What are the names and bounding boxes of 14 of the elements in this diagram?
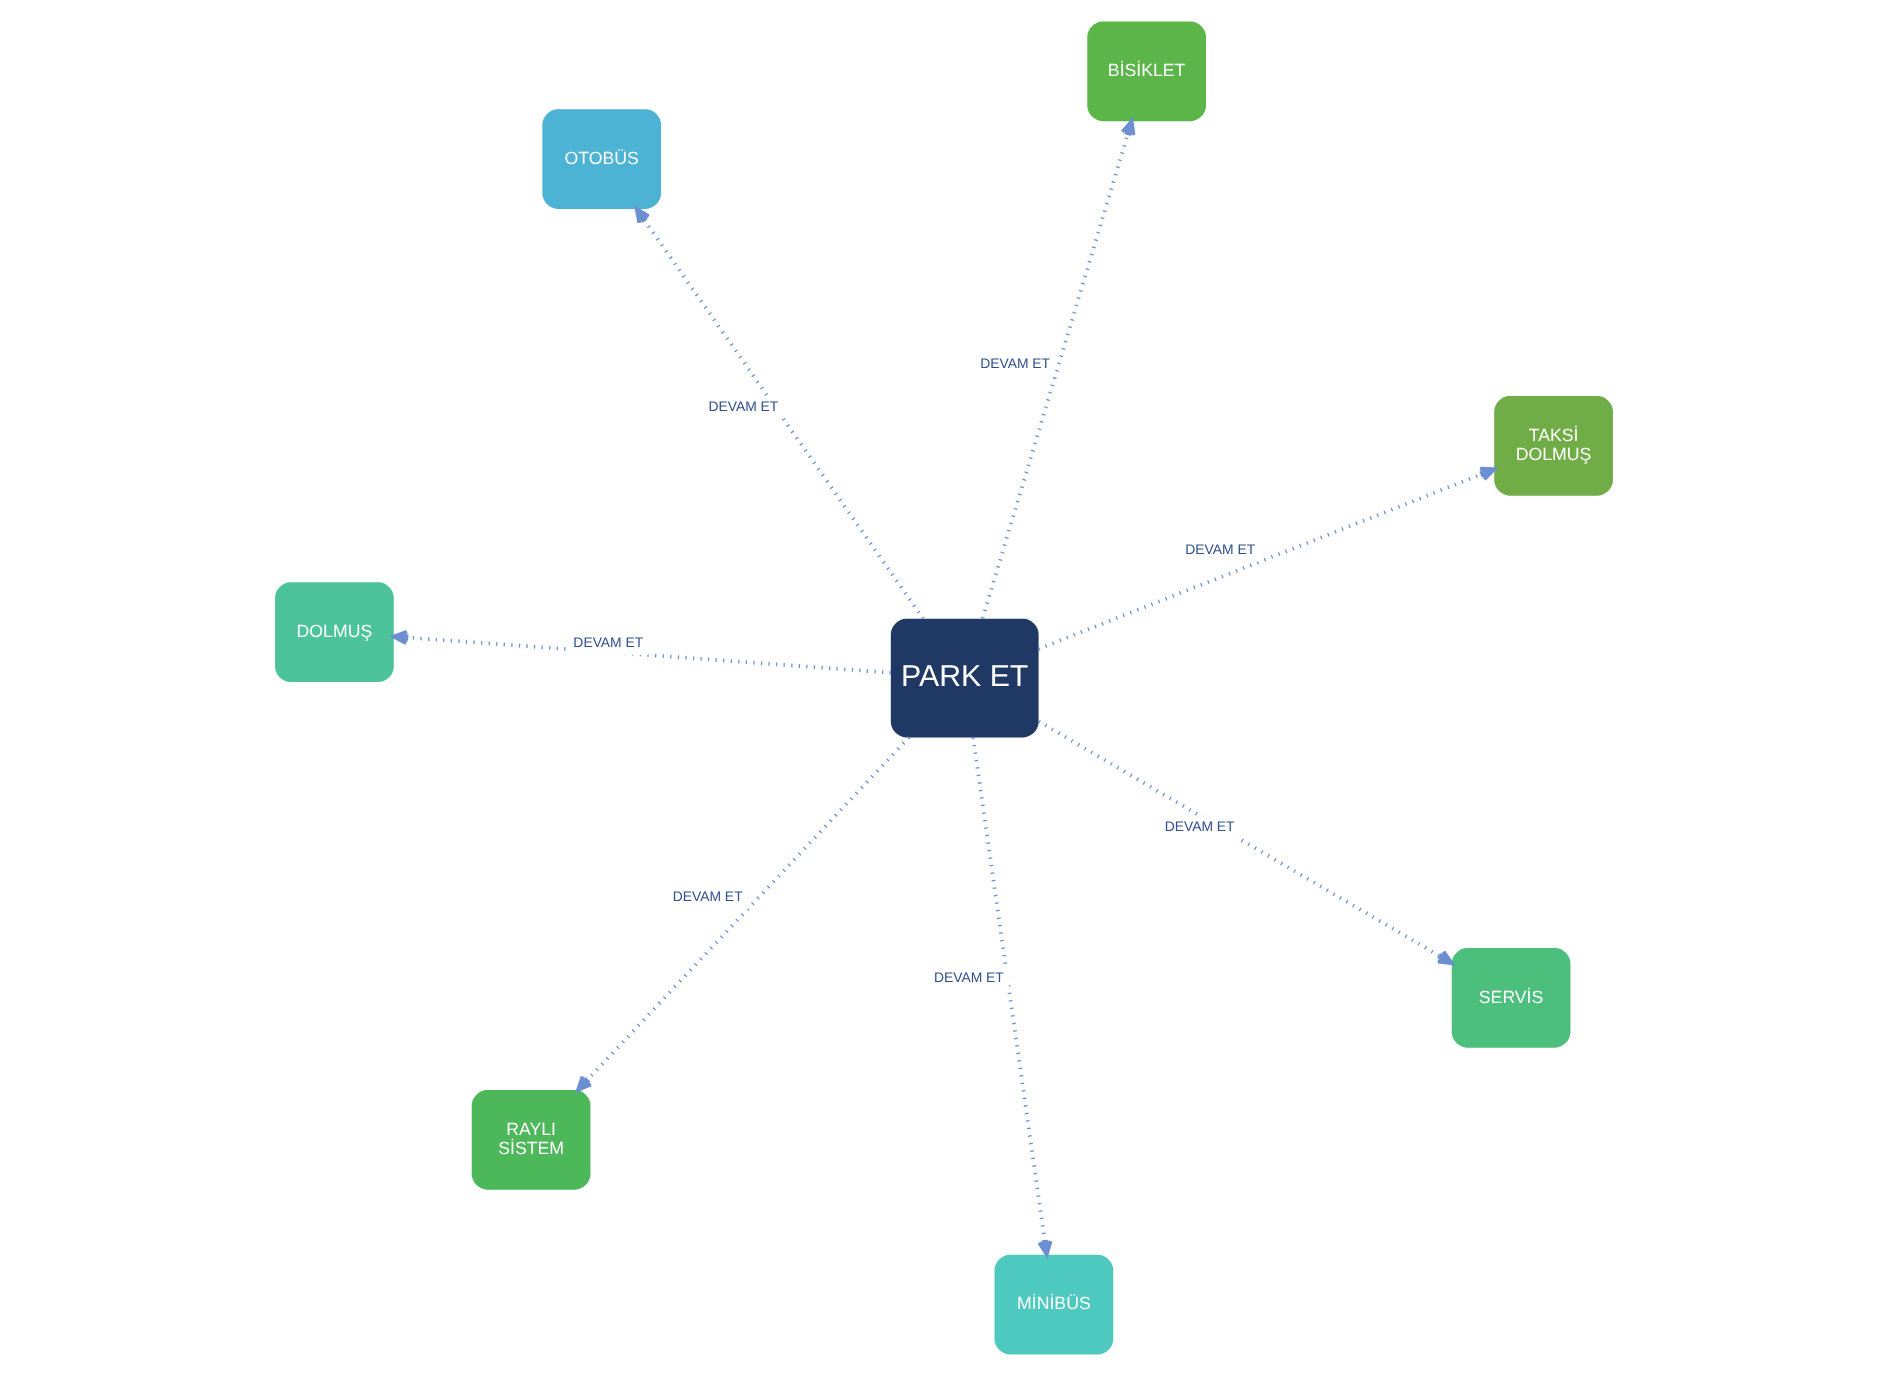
node-box: TAKSİ DOLMUŞ	[1494, 395, 1613, 496]
node-box: PARK ET	[890, 618, 1039, 738]
arrow	[1038, 466, 1496, 651]
node-box: DOLMUŞ	[275, 582, 394, 683]
node-box: OTOBÜS	[542, 109, 662, 209]
node-box: MİNİBÜS	[994, 1254, 1114, 1355]
node-box: RAYLI SİSTEM	[471, 1089, 591, 1190]
node-box: BİSİKLET	[1087, 21, 1206, 122]
arrow	[980, 119, 1136, 619]
arrow	[634, 207, 925, 620]
node-box: SERVİS	[1451, 947, 1571, 1048]
arrow	[576, 736, 911, 1092]
arrow	[1038, 719, 1454, 965]
arrow	[971, 737, 1053, 1257]
